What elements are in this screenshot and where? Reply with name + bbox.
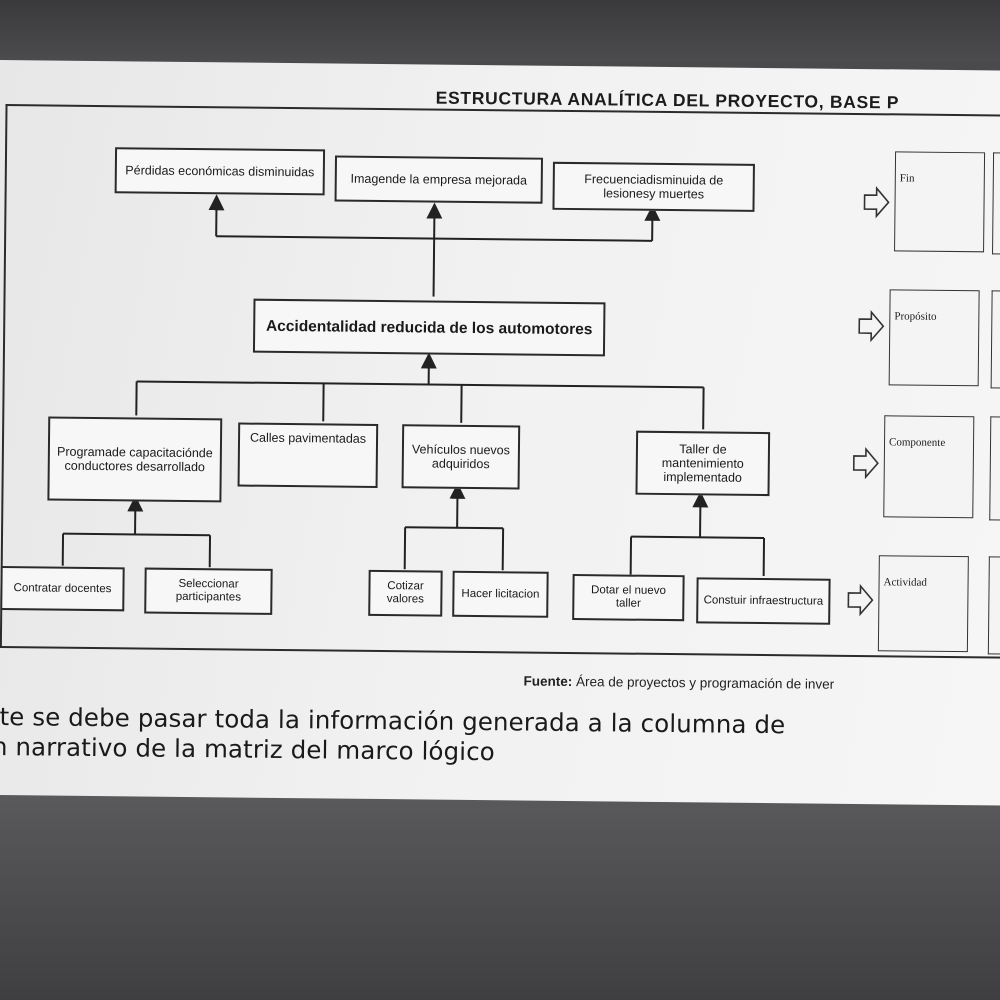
connector-lines xyxy=(61,194,766,577)
caption-line-2: men narrativo de la matriz del marco lóg… xyxy=(0,731,495,767)
room-wall-bottom xyxy=(0,792,1000,1000)
level-box-fin: Fin xyxy=(894,151,986,253)
fin-box-perdidas: Pérdidas económicas disminuidas xyxy=(114,147,326,196)
componente-box-calles: Calles pavimentadas xyxy=(237,422,379,488)
connector-proposito-up xyxy=(426,202,443,297)
actividad-box-cotizar: Cotizar valores xyxy=(368,569,443,617)
level-box-componente: Componente xyxy=(883,415,975,519)
actividad-box-licitacion: Hacer licitacion xyxy=(452,570,549,618)
actividad-box-dotar: Dotar el nuevo taller xyxy=(572,574,685,622)
source-label: Fuente: xyxy=(523,673,573,690)
level-box-edge xyxy=(989,416,1000,521)
level-box-edge xyxy=(990,290,1000,389)
right-arrow-icon xyxy=(863,186,890,219)
connector-componentes-bar xyxy=(136,380,704,389)
presentation-slide: ESTRUCTURA ANALÍTICA DEL PROYECTO, BASE … xyxy=(0,60,1000,806)
level-box-actividad: Actividad xyxy=(877,555,969,653)
actividad-box-seleccionar: Seleccionar participantes xyxy=(144,567,273,615)
right-arrow-icon xyxy=(852,446,879,480)
source-text: Área de proyectos y programación de inve… xyxy=(575,674,835,692)
componente-box-taller: Taller de mantenimiento implementado xyxy=(635,430,771,497)
actividad-box-construir: Constuir infraestructura xyxy=(696,577,831,625)
componente-box-programa: Programade capacitaciónde conductores de… xyxy=(47,416,223,503)
componente-box-vehiculos: Vehículos nuevos adquiridos xyxy=(401,424,521,490)
level-box-proposito: Propósito xyxy=(888,289,980,387)
connector-fines-bar xyxy=(216,235,653,242)
right-arrow-icon xyxy=(847,583,874,617)
fin-box-imagen: Imagende la empresa mejorada xyxy=(334,155,544,204)
right-arrow-icon xyxy=(858,309,885,343)
level-box-edge xyxy=(987,556,1000,655)
room-wall-top xyxy=(0,0,1000,62)
level-box-edge xyxy=(992,152,1000,255)
proposito-box: Accidentalidad reducida de los automotor… xyxy=(252,298,606,357)
actividad-box-contratar: Contratar docentes xyxy=(0,566,125,612)
fin-box-frecuencia: Frecuenciadisminuida de lesionesy muerte… xyxy=(552,161,755,212)
